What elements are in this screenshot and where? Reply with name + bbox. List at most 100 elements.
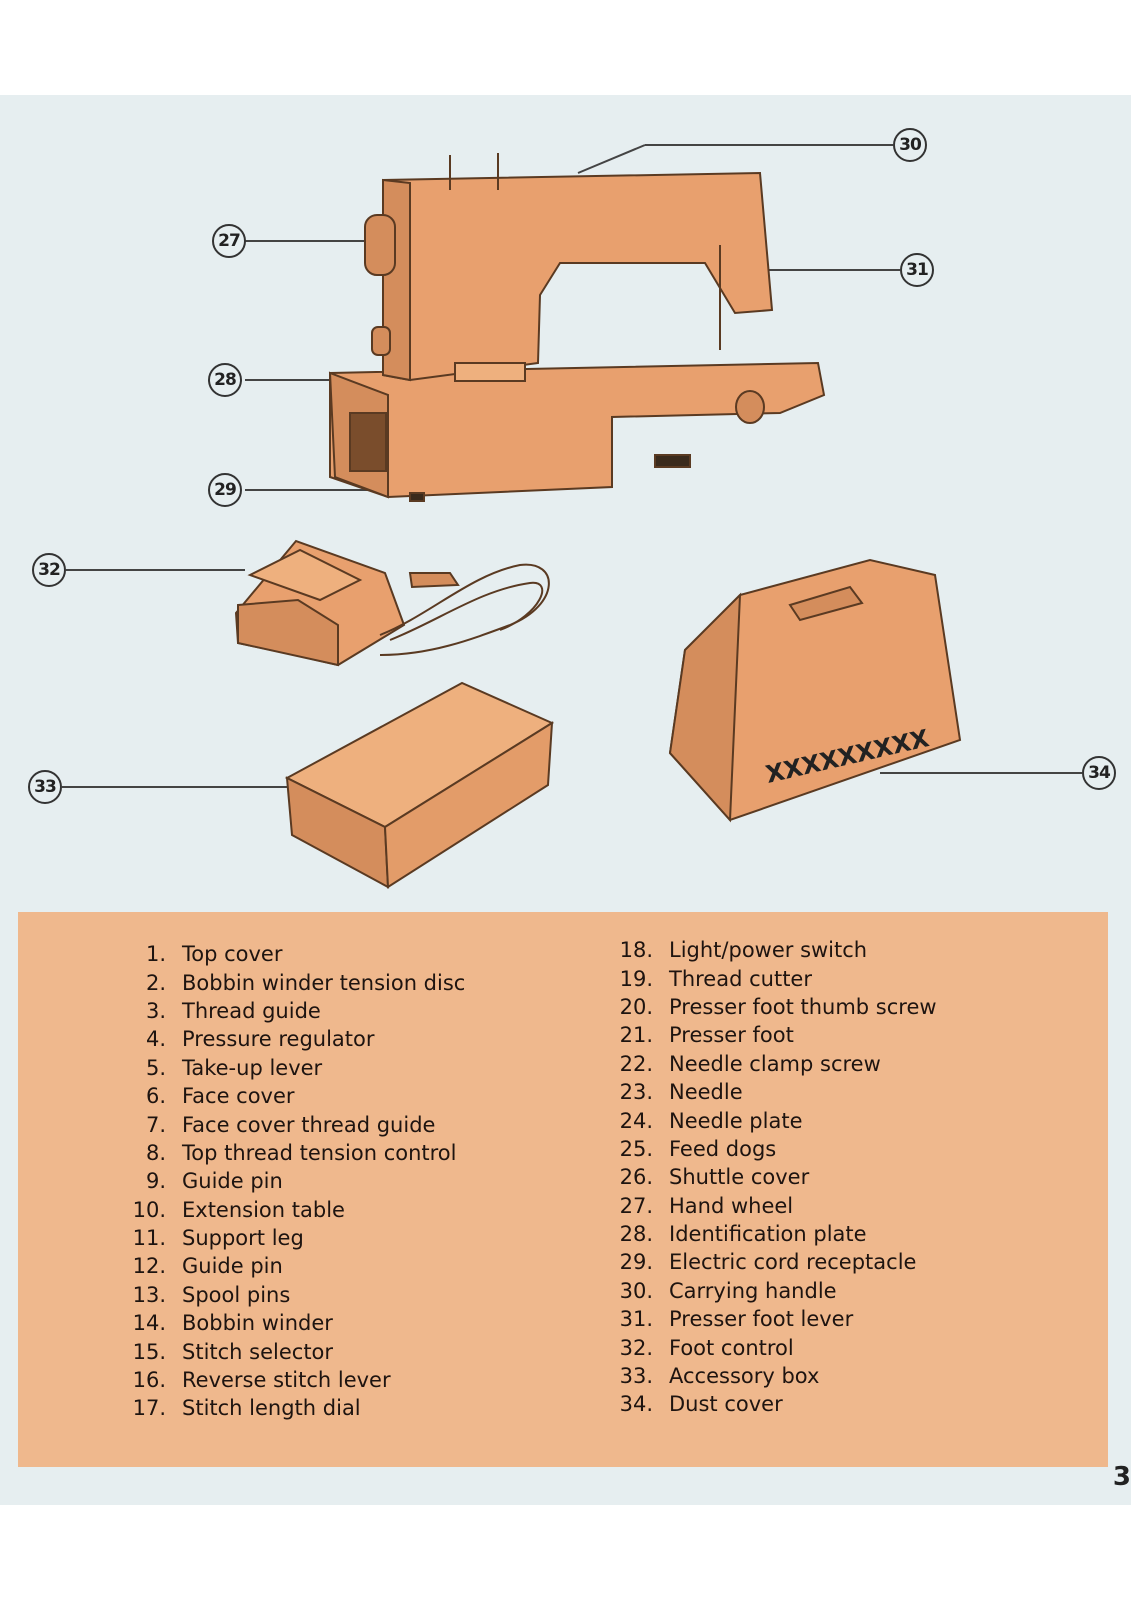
legend-item-label: Carrying handle <box>669 1278 837 1303</box>
legend-item-number: 8. <box>145 1140 166 1165</box>
legend-item: 18. Light/power switch <box>603 936 937 964</box>
legend-item: 13. Spool pins <box>118 1281 465 1309</box>
legend-item: 14. Bobbin winder <box>118 1309 465 1337</box>
legend-item-number: 6. <box>145 1084 166 1109</box>
legend-item-label: Reverse stitch lever <box>182 1368 391 1393</box>
callout-29: 29 <box>208 473 242 507</box>
page-number: 3 <box>1112 1462 1131 1492</box>
legend-item-number: 1. <box>145 942 166 967</box>
legend-item-number: 21. <box>619 1023 653 1048</box>
legend-item-label: Bobbin winder <box>182 1311 333 1336</box>
callout-32: 32 <box>32 553 66 587</box>
legend-item: 24. Needle plate <box>603 1106 937 1134</box>
legend-item-number: 29. <box>619 1250 653 1275</box>
legend-item-number: 16. <box>132 1368 166 1393</box>
legend-item-number: 13. <box>132 1282 166 1307</box>
legend-item-label: Presser foot lever <box>669 1307 854 1332</box>
legend-item: 32. Foot control <box>603 1333 937 1361</box>
callout-28: 28 <box>208 363 242 397</box>
legend-item-number: 19. <box>619 966 653 991</box>
legend-item: 3. Thread guide <box>118 997 465 1025</box>
legend-item-number: 5. <box>145 1055 166 1080</box>
legend-item: 1. Top cover <box>118 940 465 968</box>
legend-item-label: Needle <box>669 1080 743 1105</box>
legend-item: 5. Take-up lever <box>118 1054 465 1082</box>
callout-27: 27 <box>212 224 246 258</box>
legend-item-label: Stitch selector <box>182 1339 334 1364</box>
legend-item-number: 32. <box>619 1335 653 1360</box>
legend-item-label: Pressure regulator <box>182 1027 375 1052</box>
legend-item-label: Guide pin <box>182 1254 283 1279</box>
leader-line-30 <box>577 144 646 174</box>
legend-item-label: Take-up lever <box>182 1055 323 1080</box>
legend-item-label: Needle plate <box>669 1108 803 1133</box>
legend-item-label: Thread guide <box>182 998 321 1023</box>
legend-item-label: Identification plate <box>669 1222 867 1247</box>
legend-item-label: Feed dogs <box>669 1136 777 1161</box>
legend-item-number: 31. <box>619 1307 653 1332</box>
legend-item: 28.Identification plate <box>603 1220 937 1248</box>
legend-item-number: 23. <box>619 1080 653 1105</box>
legend-item: 19.Thread cutter <box>603 964 937 992</box>
legend-item: 25. Feed dogs <box>603 1135 937 1163</box>
legend-item-number: 25. <box>619 1136 653 1161</box>
legend-item: 9.Guide pin <box>118 1167 465 1195</box>
legend-item-label: Spool pins <box>182 1282 291 1307</box>
legend-item-number: 14. <box>132 1311 166 1336</box>
legend-item-number: 22. <box>619 1051 653 1076</box>
legend-item-label: Top cover <box>182 942 283 967</box>
parts-diagram: XXXXXXXXX <box>62 144 1082 889</box>
legend-item-number: 27. <box>619 1193 653 1218</box>
legend-item-number: 11. <box>132 1226 166 1251</box>
legend-item-label: Bobbin winder tension disc <box>182 970 466 995</box>
legend-item-number: 20. <box>619 994 653 1019</box>
legend-item-number: 7. <box>145 1112 166 1137</box>
legend-item: 23. Needle <box>603 1078 937 1106</box>
legend-item-number: 17. <box>132 1396 166 1421</box>
callout-31: 31 <box>900 253 934 287</box>
legend-item: 30. Carrying handle <box>603 1277 937 1305</box>
legend-item-number: 24. <box>619 1108 653 1133</box>
legend-item: 29. Electric cord receptacle <box>603 1248 937 1276</box>
legend-item: 26.Shuttle cover <box>603 1163 937 1191</box>
legend-item: 4. Pressure regulator <box>118 1025 465 1053</box>
legend-item-label: Dust cover <box>669 1392 783 1417</box>
legend-item-label: Hand wheel <box>669 1193 794 1218</box>
legend-item-label: Support leg <box>182 1226 304 1251</box>
legend-item-number: 18. <box>619 938 653 963</box>
legend-item: 12. Guide pin <box>118 1252 465 1280</box>
legend-item: 8. Top thread tension control <box>118 1139 465 1167</box>
legend-item: 33. Accessory box <box>603 1362 937 1390</box>
accessory-box <box>284 681 555 889</box>
legend-item-label: Accessory box <box>669 1364 820 1389</box>
legend-item-label: Face cover <box>182 1084 295 1109</box>
legend-item-number: 33. <box>619 1364 653 1389</box>
legend-item-number: 3. <box>145 998 166 1023</box>
callout-33: 33 <box>28 770 62 804</box>
legend-item-number: 34. <box>619 1392 653 1417</box>
legend-item-label: Top thread tension control <box>182 1140 457 1165</box>
legend-item-label: Guide pin <box>182 1169 283 1194</box>
legend-item-label: Stitch length dial <box>182 1396 361 1421</box>
dust-cover <box>668 558 962 823</box>
legend-item: 21.Presser foot <box>603 1021 937 1049</box>
legend-item: 17. Stitch length dial <box>118 1394 465 1422</box>
legend-item-label: Foot control <box>669 1335 794 1360</box>
legend-item: 6. Face cover <box>118 1082 465 1110</box>
legend-item-label: Needle clamp screw <box>669 1051 881 1076</box>
legend-item-label: Light/power switch <box>669 938 868 963</box>
legend-item-label: Electric cord receptacle <box>669 1250 917 1275</box>
legend-item: 7.Face cover thread guide <box>118 1110 465 1138</box>
legend-item-number: 4. <box>145 1027 166 1052</box>
callout-34: 34 <box>1082 756 1116 790</box>
foot-control <box>234 539 550 667</box>
callout-30: 30 <box>893 128 927 162</box>
legend-item-label: Shuttle cover <box>669 1165 810 1190</box>
legend-item-number: 12. <box>132 1254 166 1279</box>
legend-item-number: 30. <box>619 1278 653 1303</box>
legend-item: 27. Hand wheel <box>603 1192 937 1220</box>
legend-item: 34. Dust cover <box>603 1390 937 1418</box>
